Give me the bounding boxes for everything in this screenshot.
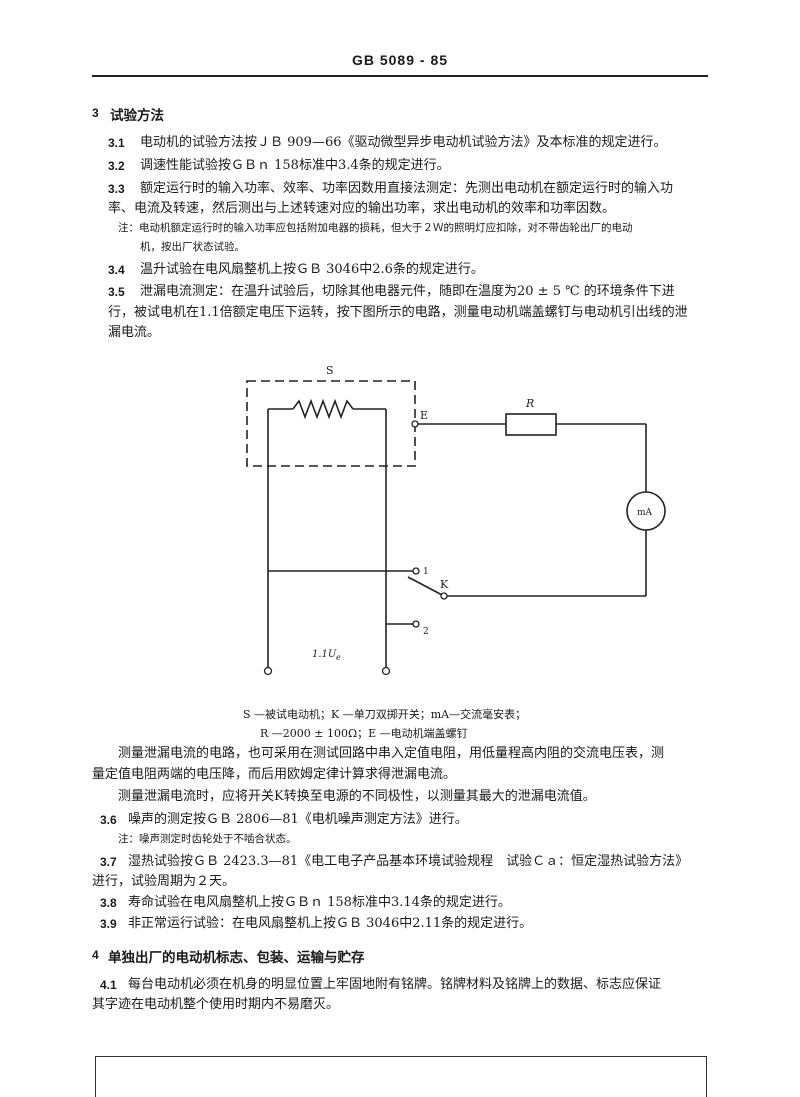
clause-3-1-number: 3.1 bbox=[108, 136, 125, 150]
clause-3-4-number: 3.4 bbox=[108, 263, 125, 277]
clause-3-3-note-line-2: 机，按出厂状态试验。 bbox=[140, 241, 245, 253]
clause-4-1-line-2: 其字迹在电动机整个使用时期内不易磨灭。 bbox=[92, 997, 340, 1012]
clause-3-9-text: 非正常运行试验：在电风扇整机上按ＧＢ 3046中2.11条的规定进行。 bbox=[128, 916, 533, 931]
leakage-method-para-line-1: 测量泄漏电流的电路，也可采用在测试回路中串入定值电阻，用低量程高内阻的交流电压表… bbox=[118, 746, 665, 761]
clause-3-8-number: 3.8 bbox=[100, 896, 117, 910]
clause-3-8-text: 寿命试验在电风扇整机上按ＧＢｎ 158标准中3.14条的规定进行。 bbox=[128, 895, 511, 910]
clause-3-2-number: 3.2 bbox=[108, 159, 125, 173]
switch-K-blade bbox=[407, 576, 445, 597]
clause-3-7-line-1: 湿热试验按ＧＢ 2423.3—81《电工电子产品基本环境试验规程 试验Ｃａ：恒定… bbox=[128, 854, 689, 869]
bottom-frame bbox=[95, 1056, 707, 1097]
clause-3-7-line-2: 进行，试验周期为２天。 bbox=[92, 874, 236, 889]
section-4-number: 4 bbox=[92, 948, 99, 962]
clause-3-5-line-1: 泄漏电流测定：在温升试验后，切除其他电器元件，随即在温度为20 ± 5 ℃ 的环… bbox=[140, 284, 675, 299]
label-E: E bbox=[420, 409, 428, 422]
clause-4-1-number: 4.1 bbox=[100, 978, 117, 992]
clause-3-3-line-1: 额定运行时的输入功率、效率、功率因数用直接法测定：先测出电动机在额定运行时的输入… bbox=[140, 181, 674, 196]
clause-3-2-text: 调速性能试验按ＧＢｎ 158标准中3.4条的规定进行。 bbox=[140, 158, 450, 173]
supply-terminal-left bbox=[263, 666, 273, 676]
clause-3-6-number: 3.6 bbox=[100, 813, 117, 827]
label-R: R bbox=[525, 397, 534, 410]
section-3-title: 试验方法 bbox=[110, 108, 164, 124]
clause-3-4-text: 温升试验在电风扇整机上按ＧＢ 3046中2.6条的规定进行。 bbox=[140, 262, 484, 277]
label-S: S bbox=[326, 364, 334, 377]
clause-3-9-number: 3.9 bbox=[100, 917, 117, 931]
clause-3-3-note-line-1: 注：电动机额定运行时的输入功率应包括附加电器的损耗，但大于２Ｗ的照明灯应扣除，对… bbox=[118, 222, 633, 234]
clause-3-6-text: 噪声的测定按ＧＢ 2806—81《电机噪声测定方法》进行。 bbox=[128, 812, 468, 827]
leakage-polarity-para: 测量泄漏电流时，应将开关K转换至电源的不同极性，以测量其最大的泄漏电流值。 bbox=[118, 789, 596, 804]
section-3-number: 3 bbox=[92, 106, 99, 120]
supply-terminal-right bbox=[381, 666, 391, 676]
header-rule bbox=[92, 75, 708, 77]
clause-3-5-number: 3.5 bbox=[108, 285, 125, 299]
label-contact-2: 2 bbox=[423, 627, 429, 637]
leakage-method-para-line-2: 量定值电阻两端的电压降，而后用欧姆定律计算求得泄漏电流。 bbox=[92, 767, 457, 782]
switch-K-pivot bbox=[440, 592, 448, 600]
clause-3-5-line-2: 行，被试电机在1.1倍额定电压下运转，按下图所示的电路，测量电动机端盖螺钉与电动… bbox=[108, 305, 688, 320]
section-4-title: 单独出厂的电动机标志、包装、运输与贮存 bbox=[108, 950, 365, 966]
circuit-caption-line-1: S —被试电动机；K —单刀双掷开关；mA—交流毫安表； bbox=[243, 708, 527, 721]
clause-3-6-note: 注：噪声测定时齿轮处于不啮合状态。 bbox=[118, 833, 297, 845]
motor-dashed-box bbox=[246, 380, 416, 467]
clause-3-7-number: 3.7 bbox=[100, 855, 117, 869]
clause-3-3-number: 3.3 bbox=[108, 182, 125, 196]
label-supply-voltage: 1.1U bbox=[312, 649, 337, 660]
resistor-R bbox=[505, 413, 557, 436]
label-mA: mA bbox=[637, 508, 653, 518]
label-K: K bbox=[440, 578, 449, 591]
switch-contact-2 bbox=[412, 620, 420, 628]
switch-contact-1 bbox=[412, 567, 420, 575]
clause-3-1-text: 电动机的试验方法按ＪＢ 909—66《驱动微型异步电动机试验方法》及本标准的规定… bbox=[140, 135, 667, 150]
motor-winding-resistor bbox=[292, 398, 354, 420]
standard-number-header: GB 5089 - 85 bbox=[351, 52, 449, 68]
clause-4-1-line-1: 每台电动机必须在机身的明显位置上牢固地附有铭牌。铭牌材料及铭牌上的数据、标志应保… bbox=[128, 977, 662, 992]
circuit-caption-line-2: R —2000 ± 100Ω；E —电动机端盖螺钉 bbox=[260, 727, 468, 740]
clause-3-3-line-2: 率、电流及转速，然后测出与上述转速对应的输出功率，求出电动机的效率和功率因数。 bbox=[108, 201, 616, 216]
terminal-E bbox=[411, 420, 419, 428]
label-contact-1: 1 bbox=[423, 567, 429, 577]
label-supply-voltage-subscript: e bbox=[336, 653, 341, 662]
clause-3-5-line-3: 漏电流。 bbox=[108, 325, 161, 340]
